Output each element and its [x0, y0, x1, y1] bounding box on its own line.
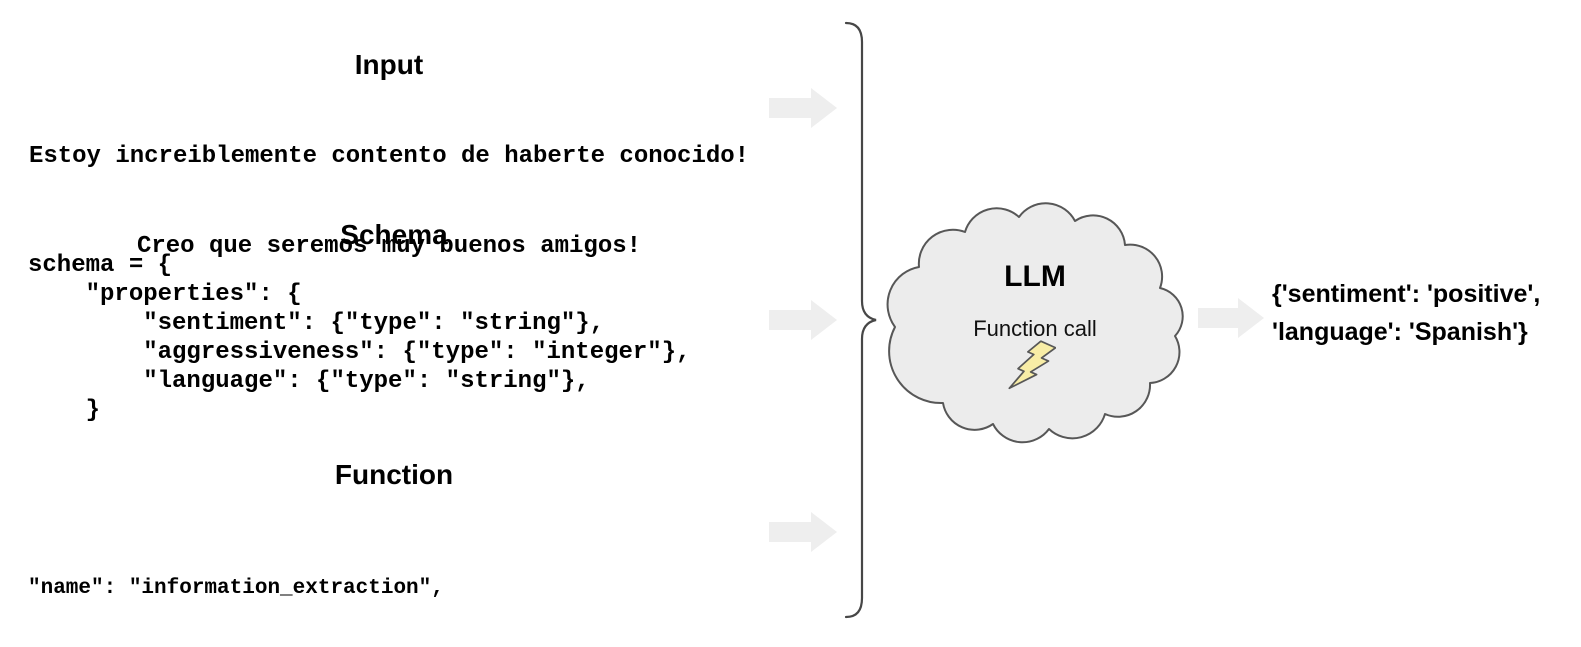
input-text-line-1: Estoy increiblemente contento de haberte…: [28, 143, 750, 170]
llm-subtitle: Function call: [973, 316, 1097, 341]
schema-arrow-shape: [769, 300, 837, 340]
input-text-line-2: Creo que seremos muy buenos amigos!: [136, 233, 642, 260]
function-code-block: "name": "information_extraction", "descr…: [28, 494, 734, 647]
schema-section-title: Schema: [340, 219, 448, 250]
llm-cloud-shape: [886, 202, 1184, 444]
grouping-brace-path: [844, 21, 877, 619]
schema-code-block: schema = { "properties": { "sentiment": …: [28, 252, 691, 424]
output-result: {'sentiment': 'positive', 'language': 'S…: [1272, 275, 1572, 351]
function-section-title: Function: [334, 459, 454, 490]
lightning-bolt-icon: [1008, 340, 1056, 390]
input-section-title: Input: [354, 49, 424, 80]
input-arrow: [769, 88, 837, 128]
output-arrow-shape: [1198, 298, 1264, 338]
llm-title: LLM: [1004, 260, 1066, 293]
grouping-brace: [844, 21, 877, 619]
output-arrow: [1198, 298, 1264, 338]
output-result-line-2: 'language': 'Spanish'}: [1272, 318, 1528, 346]
function-arrow: [769, 512, 837, 552]
input-arrow-shape: [769, 88, 837, 128]
function-name-line: "name": "information_extraction",: [28, 577, 444, 600]
llm-cloud: [886, 202, 1184, 444]
schema-arrow: [769, 300, 837, 340]
input-text: Estoy increiblemente contento de haberte…: [0, 82, 778, 322]
lightning-bolt-shape: [1008, 340, 1056, 390]
function-arrow-shape: [769, 512, 837, 552]
output-result-line-1: {'sentiment': 'positive',: [1272, 280, 1541, 308]
